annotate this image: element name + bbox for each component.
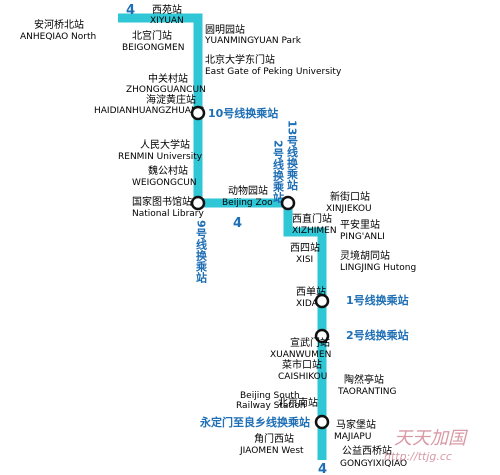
station-zoo-cn: 动物园站 bbox=[228, 184, 268, 197]
station-pku-cn: 北京大学东门站 bbox=[205, 53, 275, 66]
station-xisi-en: XISI bbox=[296, 255, 313, 265]
station-xizhimen-en: XIZHIMEN bbox=[292, 226, 337, 236]
transfer-node-xizhimen bbox=[280, 195, 296, 211]
transfer-node-national-library bbox=[190, 195, 206, 211]
station-renmin-en: RENMIN University bbox=[118, 152, 203, 162]
transfer-line2-top: 2号线换乘站 bbox=[272, 140, 286, 203]
station-beijing-south-en1: Beijing South bbox=[240, 391, 300, 401]
station-jiaomen-west-en: JIAOMEN West bbox=[239, 446, 304, 456]
station-xinjiekou-en: XINJIEKOU bbox=[326, 204, 372, 214]
station-zhongguancun-cn: 中关村站 bbox=[148, 72, 188, 85]
station-zoo-en: Beijing Zoo bbox=[222, 198, 273, 208]
watermark-url: http://ttjg.cc bbox=[384, 450, 452, 463]
station-beigongmen-en: BEIGONGMEN bbox=[122, 43, 184, 53]
station-taoranting-en: TAORANTING bbox=[337, 387, 397, 397]
station-majiapu-cn: 马家堡站 bbox=[336, 418, 376, 431]
station-beijing-south-en2: Railway Station bbox=[236, 401, 306, 411]
transfer-node-haidian bbox=[190, 105, 206, 121]
station-xuanwumen-en: XUANWUMEN bbox=[270, 350, 331, 360]
station-renmin-cn: 人民大学站 bbox=[140, 138, 190, 151]
station-yuanmingyuan-cn: 圆明园站 bbox=[205, 23, 245, 36]
station-haidian-cn: 海淀黄庄站 bbox=[146, 93, 196, 106]
transfer-line13: 13号线换乘站 bbox=[286, 120, 300, 191]
station-zhongguancun-en: ZHONGGUANCUN bbox=[126, 85, 206, 95]
station-gongyixiqiao-cn: 公益西桥站 bbox=[342, 444, 392, 457]
transfer-line9: 9号线换乘站 bbox=[195, 220, 209, 283]
line-number-bottom: 4 bbox=[318, 462, 327, 475]
station-jiaomen-west-cn: 角门西站 bbox=[254, 432, 294, 445]
line-number-top: 4 bbox=[126, 3, 135, 18]
station-taoranting-cn: 陶然亭站 bbox=[344, 373, 384, 386]
station-xisi-cn: 西四站 bbox=[290, 241, 320, 254]
station-caishikou-en: CAISHIKOU bbox=[278, 372, 327, 382]
station-beigongmen-cn: 北宫门站 bbox=[132, 29, 172, 42]
station-beijing-south-cn: 北京南站 bbox=[278, 396, 318, 409]
station-weigongcun-cn: 魏公村站 bbox=[148, 164, 188, 177]
transfer-line10: 10号线换乘站 bbox=[208, 106, 278, 120]
transfer-node-majiapu bbox=[314, 414, 330, 430]
station-xizhimen-cn: 西直门站 bbox=[292, 212, 332, 225]
transfer-yongdingmen: 永定门至良乡线换乘站 bbox=[199, 415, 310, 429]
watermark-chars: 天天加国 bbox=[394, 428, 469, 449]
station-xidan-en: XIDAN bbox=[296, 299, 324, 309]
station-national-library-en: National Library bbox=[132, 209, 205, 219]
station-xiyuan-cn: 西苑站 bbox=[152, 3, 182, 16]
station-xinjiekou-cn: 新街口站 bbox=[330, 190, 370, 203]
station-gongyixiqiao-en: GONGYIXIQIAO bbox=[340, 459, 407, 469]
station-yuanmingyuan-en: YUANMINGYUAN Park bbox=[204, 36, 302, 46]
station-anheqiao-cn: 安河桥北站 bbox=[34, 18, 84, 31]
station-pinganli-cn: 平安里站 bbox=[340, 218, 380, 231]
station-national-library-cn: 国家图书馆站 bbox=[132, 195, 192, 208]
station-anheqiao-en: ANHEQIAO North bbox=[20, 32, 96, 42]
station-lingjing-cn: 灵境胡同站 bbox=[340, 249, 390, 262]
transfer-line2: 2号线换乘站 bbox=[346, 328, 409, 342]
station-xiyuan-en: XIYUAN bbox=[150, 16, 184, 26]
line-number-middle: 4 bbox=[233, 216, 242, 231]
station-haidian-en: HAIDIANHUANGZHUANG bbox=[94, 106, 205, 116]
transfer-node-xidan bbox=[314, 293, 330, 309]
station-pinganli-en: PING'ANLI bbox=[340, 232, 385, 242]
station-weigongcun-en: WEIGONGCUN bbox=[132, 178, 197, 188]
station-pku-en: East Gate of Peking University bbox=[205, 67, 342, 77]
station-majiapu-en: MAJIAPU bbox=[334, 432, 371, 442]
station-xuanwumen-cn: 宣武门站 bbox=[290, 336, 330, 349]
transfer-node-xuanwumen bbox=[314, 328, 330, 344]
transfer-line1: 1号线换乘站 bbox=[346, 293, 409, 307]
station-lingjing-en: LINGJING Hutong bbox=[340, 263, 416, 273]
station-caishikou-cn: 菜市口站 bbox=[282, 358, 322, 371]
